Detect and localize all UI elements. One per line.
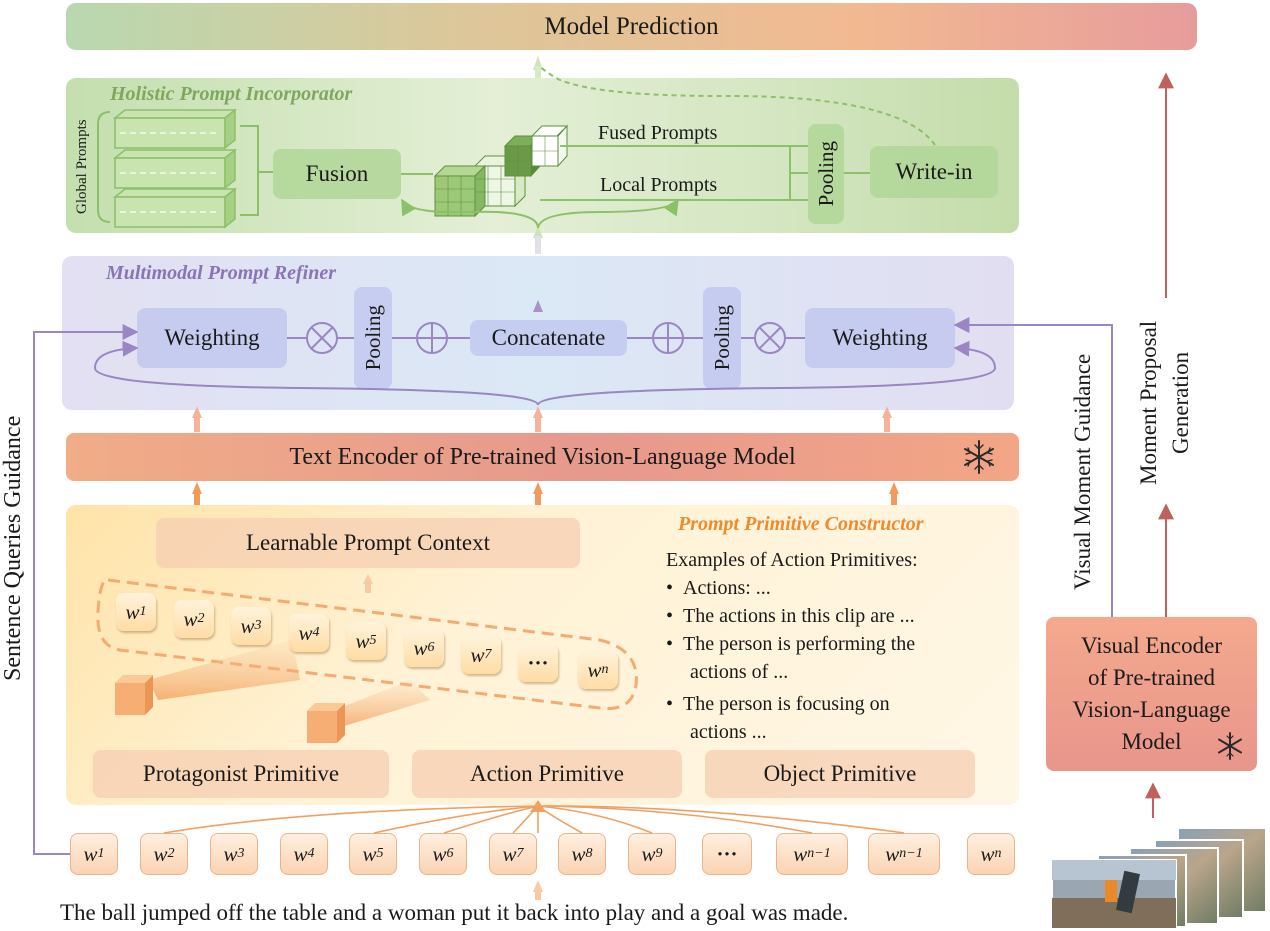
pooling-right-box: Pooling [703,287,741,389]
examples-title: Examples of Action Primitives: [666,549,918,571]
fusion-label: Fusion [305,161,369,186]
text-encoder-label: Text Encoder of Pre-trained Vision-Langu… [289,443,796,470]
model-prediction-bar: Model Prediction [66,3,1197,50]
object-primitive-box: Object Primitive [705,750,975,798]
example-item: • The actions in this clip are ... [666,605,915,627]
snowflake-icon [964,440,1242,760]
up-arrow-icon [192,56,899,900]
ppc-title: Prompt Primitive Constructor [678,513,924,535]
weighting-right-box: Weighting [805,308,955,368]
video-frames [1051,827,1267,929]
example-item: • Actions: ... [666,577,771,599]
action-primitive-examples: Examples of Action Primitives: • Actions… [666,546,1006,746]
concatenate-label: Concatenate [491,325,606,350]
weighting-right-label: Weighting [832,325,928,350]
action-primitive-box: Action Primitive [412,750,682,798]
learnable-prompt-context-label: Learnable Prompt Context [246,530,490,555]
example-item: • The person is focusing on [666,693,890,715]
visual-encoder-box: Visual Encoder of Pre-trained Vision-Lan… [1046,617,1257,771]
example-item-cont: actions of ... [690,661,789,683]
write-in-label: Write-in [895,159,973,184]
write-in-box: Write-in [870,146,998,198]
weighting-left-label: Weighting [164,325,260,350]
global-prompt-bars [112,108,238,229]
local-prompts-label: Local Prompts [600,174,718,196]
hpi-title: Holistic Prompt Incorporator [110,83,353,105]
word-token-ellipsis: ··· [702,833,752,875]
fusion-box: Fusion [273,149,401,199]
protagonist-primitive-box: Protagonist Primitive [93,750,389,798]
visual-encoder-line: Vision-Language [1072,697,1231,722]
weighting-left-box: Weighting [137,308,287,368]
cube-icon [115,675,345,743]
fused-prompts-label: Fused Prompts [598,122,718,144]
text-encoder-bar: Text Encoder of Pre-trained Vision-Langu… [66,433,1019,481]
prompt-token-ellipsis: ··· [518,644,558,682]
hpi-pooling-box: Pooling [808,124,844,224]
model-prediction-label: Model Prediction [544,12,719,40]
learnable-prompt-context-box: Learnable Prompt Context [156,518,580,568]
cube-icon [433,124,569,218]
concatenate-box: Concatenate [470,320,627,356]
example-item-cont: actions ... [690,721,767,743]
visual-encoder-line: Visual Encoder [1080,633,1223,658]
example-item: • The person is performing the [666,633,916,655]
visual-encoder-line: Model [1121,729,1182,754]
query-sentence: The ball jumped off the table and a woma… [60,900,849,925]
visual-encoder-line: of Pre-trained [1087,665,1216,690]
pooling-left-box: Pooling [354,287,392,389]
mpr-title: Multimodal Prompt Refiner [106,262,337,284]
